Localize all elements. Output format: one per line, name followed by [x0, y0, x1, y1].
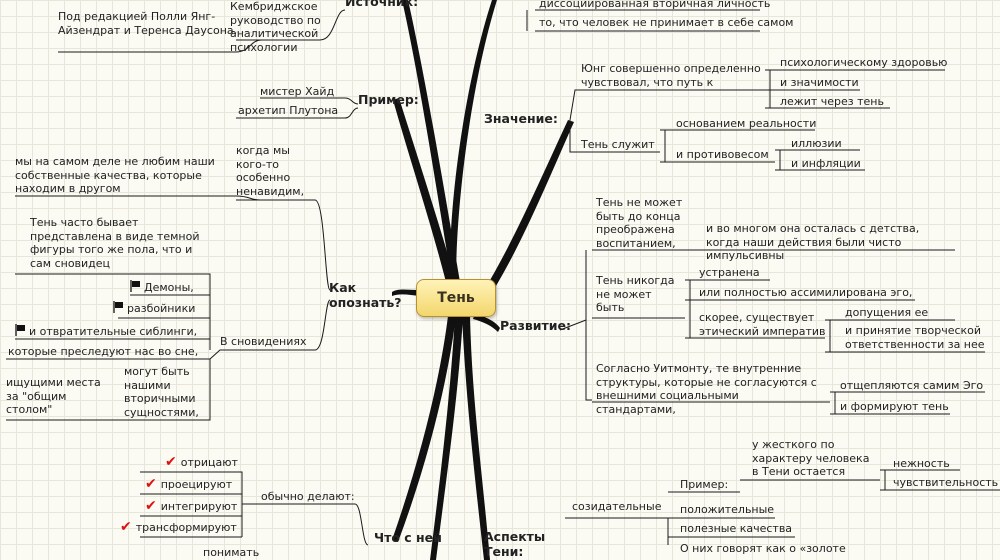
development-childhood: и во многом она осталась с детства, когд… [706, 222, 920, 262]
development-never: Тень никогда не может быть [596, 274, 675, 314]
development-whitmont-split: отщепляются самим Эго [840, 379, 984, 392]
example-mr-hyde: мистер Хайд [260, 85, 335, 98]
thick-branches [392, 0, 574, 560]
development-never-assimilated: или полностью ассимилирована эго, [699, 286, 913, 299]
meaning-jung-item-shadow: лежит через тень [780, 95, 884, 108]
aspects-hard: у жесткого по характеру человека в Тени … [752, 438, 870, 478]
aspects-example: Пример: [680, 478, 729, 491]
branch-development-label[interactable]: Развитие: [500, 318, 572, 333]
development-whitmont-form: и формируют тень [840, 400, 949, 413]
dream-item-robbers: разбойники [113, 301, 195, 317]
top-item-0: диссоциированная вторичная личность [539, 0, 771, 10]
development-allow: допущения ее [845, 306, 929, 319]
what-item-project: ✔проецируют [145, 476, 233, 492]
flag-icon [130, 280, 141, 296]
source-editors: Под редакцией Полли Янг-Айзендрат и Тере… [58, 10, 238, 37]
source-book: Кембриджское руководство по аналитическо… [230, 0, 321, 54]
recognize-secondary: могут быть нашими вторичными сущностями, [124, 365, 199, 419]
flag-icon [15, 324, 26, 340]
development-cannot: Тень не может быть до конца преображена … [596, 196, 683, 250]
dream-item-pursue: которые преследуют нас во сне, [8, 345, 199, 358]
aspects-gold: О них говорят как о «золоте [680, 542, 846, 555]
development-whitmont: Согласно Уитмонту, те внутренние структу… [596, 362, 817, 416]
branch-what-label[interactable]: Что с ней [374, 530, 442, 545]
recognize-dislike: мы на самом деле не любим наши собственн… [15, 155, 215, 195]
checkmark-icon: ✔ [120, 519, 132, 535]
recognize-seeking: ищущими места за "общим столом" [6, 376, 101, 416]
meaning-jung-item-health: психологическому здоровью [780, 56, 948, 69]
recognize-dreams: В сновидениях [220, 335, 307, 348]
aspects-creative: созидательные [572, 500, 662, 513]
aspects-positive: положительные [680, 503, 775, 516]
flag-icon [113, 301, 124, 317]
what-usually: обычно делают: [261, 490, 355, 503]
what-item-transform: ✔трансформируют [120, 519, 237, 535]
aspects-tenderness: нежность [893, 457, 950, 470]
aspects-useful: полезные качества [680, 522, 793, 535]
dream-item-siblings: и отвратительные сиблинги, [15, 324, 197, 340]
meaning-counter-illusion: иллюзии [791, 137, 842, 150]
meaning-counter-inflation: и инфляции [791, 157, 861, 170]
what-understand: понимать [203, 546, 260, 559]
checkmark-icon: ✔ [145, 476, 157, 492]
dream-item-demons: Демоны, [130, 280, 194, 296]
thin-branches [6, 9, 1000, 546]
checkmark-icon: ✔ [145, 498, 157, 514]
meaning-serves: Тень служит [581, 138, 655, 151]
central-topic-shadow[interactable]: Тень [416, 279, 496, 317]
recognize-figure: Тень часто бывает представлена в виде те… [30, 216, 200, 270]
what-item-deny: ✔отрицают [165, 454, 238, 470]
aspects-sensitivity: чувствительность [893, 476, 999, 489]
branch-meaning-label[interactable]: Значение: [484, 111, 558, 126]
meaning-jung: Юнг совершенно определенно чувствовал, ч… [581, 62, 761, 89]
top-item-1: то, что человек не принимает в себе само… [539, 16, 794, 29]
meaning-serves-reality: основанием реальности [676, 117, 817, 130]
development-never-eliminated: устранена [699, 266, 760, 279]
branch-recognize-label[interactable]: Как опознать? [329, 280, 402, 310]
branch-source-label[interactable]: Источник: [345, 0, 419, 9]
development-accept: и принятие творческой ответственности за… [845, 324, 985, 351]
development-imperative: скорее, существует этический императив [699, 311, 826, 338]
meaning-jung-item-significance: и значимости [780, 76, 859, 89]
example-pluto: архетип Плутона [238, 104, 339, 117]
what-item-integrate: ✔интегрируют [145, 498, 238, 514]
recognize-when: когда мы кого-то особенно ненавидим, [236, 144, 305, 198]
branch-example-label[interactable]: Пример: [358, 92, 419, 107]
checkmark-icon: ✔ [165, 454, 177, 470]
branch-aspects-label[interactable]: Аспекты Тени: [484, 529, 546, 559]
meaning-serves-counterweight: и противовесом [676, 148, 769, 161]
